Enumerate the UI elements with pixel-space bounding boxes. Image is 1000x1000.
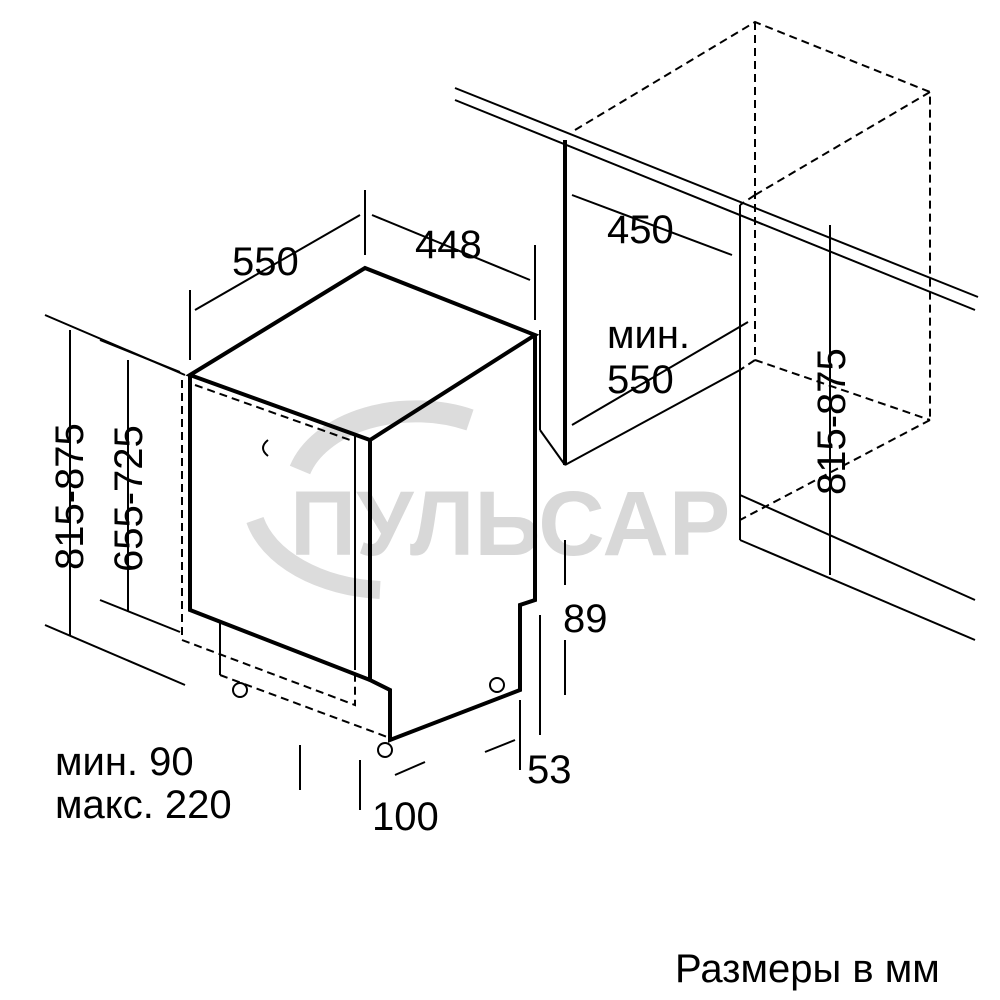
total-height-label: 815-875 [48,423,92,570]
niche-depth-prefix: мин. [607,313,690,357]
svg-text:ПУЛЬСАР: ПУЛЬСАР [290,473,730,575]
plinth-offset-label: 53 [527,748,572,792]
units-note: Размеры в мм [675,947,940,991]
dimension-lines [44,190,831,810]
plinth-max-label: макс. 220 [55,783,232,827]
niche-width-label: 450 [607,208,674,252]
niche-height-label: 815-875 [810,348,854,495]
foot-depth-label: 100 [372,795,439,839]
countertop-and-cabinet [454,20,979,641]
depth-label: 550 [232,240,299,284]
plinth-height-label: 89 [563,597,608,641]
niche-depth-label: 550 [607,358,674,402]
door-height-label: 655-725 [107,425,151,572]
plinth-min-label: мин. 90 [55,740,194,784]
dishwasher [181,265,540,758]
width-label: 448 [415,223,482,267]
watermark-logo: ПУЛЬСАР [246,400,730,599]
